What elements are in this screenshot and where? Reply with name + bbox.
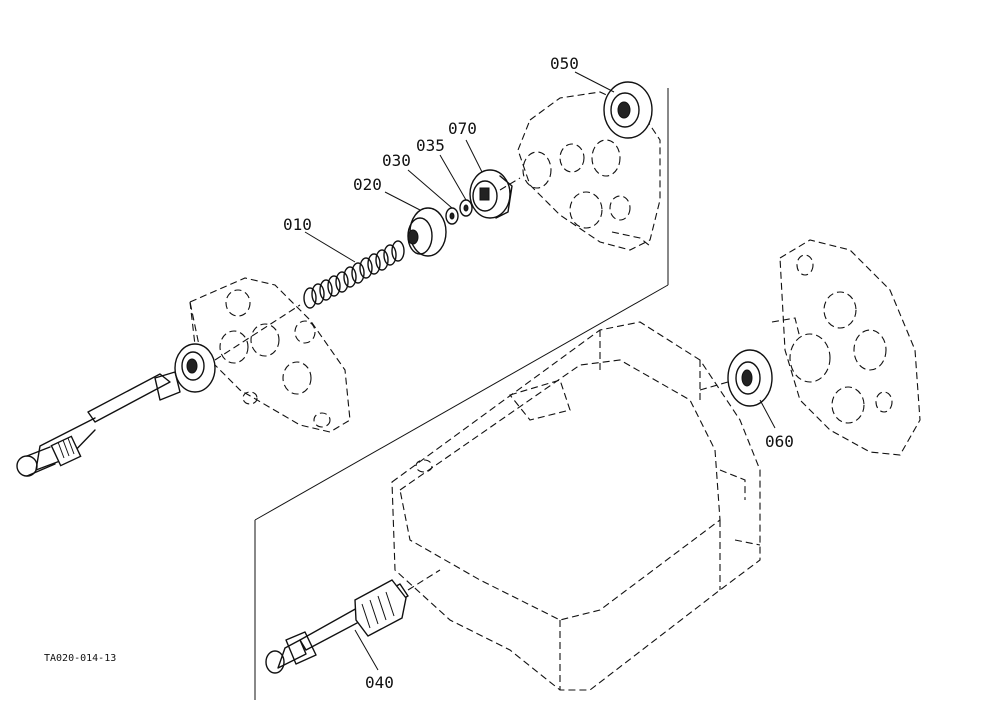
bearing-050 — [603, 81, 653, 139]
label-040: 040 — [365, 673, 394, 692]
label-070: 070 — [448, 119, 477, 138]
label-030: 030 — [382, 151, 411, 170]
coupling-070 — [469, 169, 513, 219]
label-020: 020 — [353, 175, 382, 194]
bearing-060 — [727, 349, 773, 407]
output-shaft-040 — [265, 579, 409, 674]
front-bearing — [174, 343, 216, 393]
assembly-axis-lines — [214, 177, 729, 591]
washer-035 — [459, 199, 473, 217]
label-060: 060 — [765, 432, 794, 451]
label-035: 035 — [416, 136, 445, 155]
label-010: 010 — [283, 215, 312, 234]
figure-reference: TA020-014-13 — [44, 653, 116, 664]
front-cover-plate — [189, 277, 351, 433]
input-shaft — [16, 371, 181, 477]
rear-cover — [517, 91, 661, 251]
label-050: 050 — [550, 54, 579, 73]
right-cover — [771, 239, 921, 456]
spring-seat-020 — [407, 207, 447, 257]
assembly-bracket — [254, 88, 669, 700]
main-housing — [391, 321, 761, 691]
leader-lines — [304, 71, 776, 671]
washer-030 — [445, 207, 459, 225]
spring-010 — [303, 240, 405, 309]
